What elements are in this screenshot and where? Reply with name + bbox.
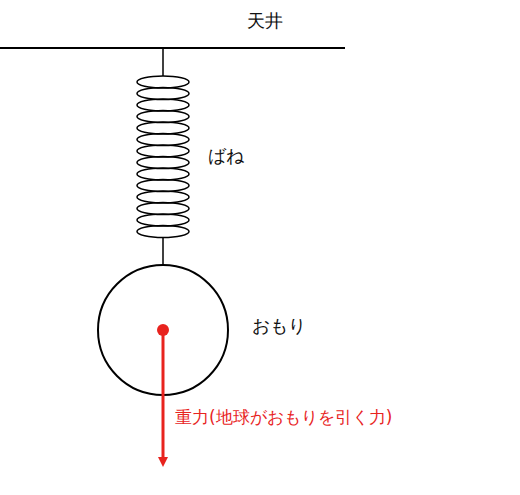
spring-loop	[137, 168, 189, 180]
spring-coil	[137, 48, 189, 265]
spring-wire	[162, 238, 164, 265]
spring-loop	[137, 180, 189, 192]
spring-loop	[137, 203, 189, 215]
spring-loop	[137, 111, 189, 123]
ceiling-line	[0, 47, 345, 49]
gravity-arrow	[162, 330, 165, 462]
spring-loop	[137, 157, 189, 169]
spring-loop	[137, 214, 189, 226]
spring-loop	[137, 145, 189, 157]
center-dot	[157, 324, 169, 336]
spring-loop	[137, 122, 189, 134]
spring-loop	[137, 99, 189, 111]
spring-wire	[162, 48, 164, 76]
spring-loop	[137, 226, 189, 238]
spring-loop	[137, 88, 189, 100]
spring-loop	[137, 76, 189, 88]
spring-loop	[137, 134, 189, 146]
spring-loop	[137, 191, 189, 203]
